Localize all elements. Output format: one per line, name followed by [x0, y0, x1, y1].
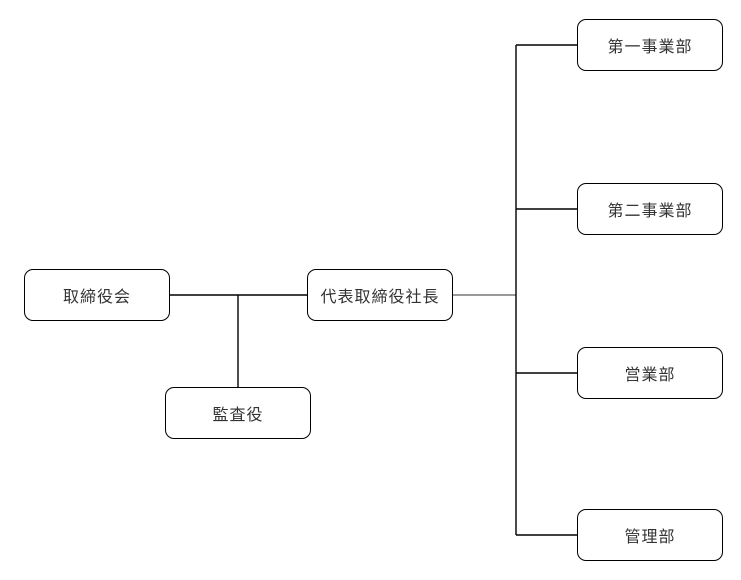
node-division2: 第二事業部 [577, 183, 723, 235]
node-president: 代表取締役社長 [307, 269, 453, 321]
node-auditor: 監査役 [165, 387, 311, 439]
node-sales: 営業部 [577, 347, 723, 399]
node-admin: 管理部 [577, 509, 723, 561]
node-board: 取締役会 [24, 269, 170, 321]
node-division1: 第一事業部 [577, 19, 723, 71]
